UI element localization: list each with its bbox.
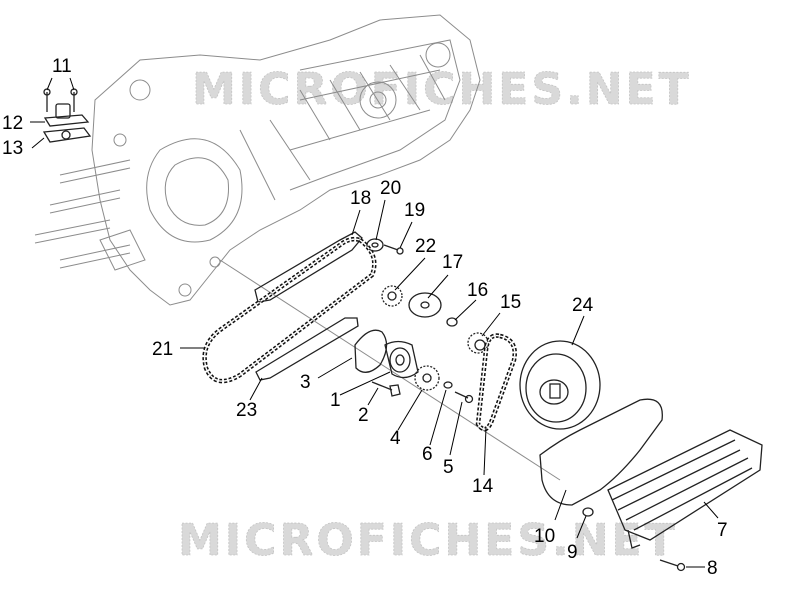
part-23-lower-chain-guide [255, 317, 359, 381]
callout-1: 1 [330, 390, 341, 411]
callout-5: 5 [443, 457, 454, 478]
part-24-pulley-cover [519, 340, 601, 430]
callout-4: 4 [390, 428, 401, 449]
part-2-pump-bolt [371, 381, 401, 397]
callout-19: 19 [404, 200, 425, 221]
part-16-o-ring [446, 317, 458, 327]
part-22-sprocket [381, 285, 403, 307]
callout-6: 6 [422, 444, 433, 465]
callout-23: 23 [236, 400, 257, 421]
callout-24: 24 [572, 295, 594, 316]
part-18-upper-chain-guide [254, 231, 363, 303]
callout-14: 14 [472, 476, 494, 497]
callout-21: 21 [152, 339, 173, 360]
part-7-sump-housing [607, 429, 763, 549]
callout-8: 8 [707, 558, 718, 579]
part-19-bolt [383, 244, 404, 255]
part-9-dowel [582, 507, 594, 517]
part-20-spacer [366, 238, 384, 252]
callout-2: 2 [358, 405, 369, 426]
callout-7: 7 [717, 520, 728, 541]
callout-9: 9 [567, 542, 578, 563]
watermark-bottom: MICROFICHES.NET [178, 515, 678, 566]
part-5-bolt [454, 391, 474, 404]
callout-20: 20 [380, 178, 401, 199]
callout-10: 10 [534, 526, 555, 547]
part-17-washer [408, 292, 442, 318]
part-4-sprocket [414, 365, 440, 391]
leader-lines [30, 77, 719, 568]
callout-12: 12 [2, 113, 23, 134]
callout-13: 13 [2, 138, 23, 159]
part-8-screw [659, 559, 686, 572]
part-1-oil-pump [384, 340, 419, 379]
callout-18: 18 [350, 188, 371, 209]
callout-17: 17 [442, 252, 463, 273]
callout-numbers: 11 12 13 18 20 19 22 17 16 15 24 21 3 1 … [2, 56, 728, 579]
part-6-washer [443, 381, 453, 389]
watermark-top: MICROFICHES.NET [192, 64, 692, 115]
part-10-gasket [539, 398, 663, 506]
callout-22: 22 [415, 236, 436, 257]
part-3-pump-cover [354, 329, 388, 373]
callout-15: 15 [500, 292, 521, 313]
callout-11: 11 [52, 56, 72, 77]
part-14-pump-chain [475, 333, 517, 432]
chain-tensioner-group [42, 88, 92, 143]
callout-3: 3 [300, 372, 311, 393]
callout-16: 16 [467, 280, 488, 301]
